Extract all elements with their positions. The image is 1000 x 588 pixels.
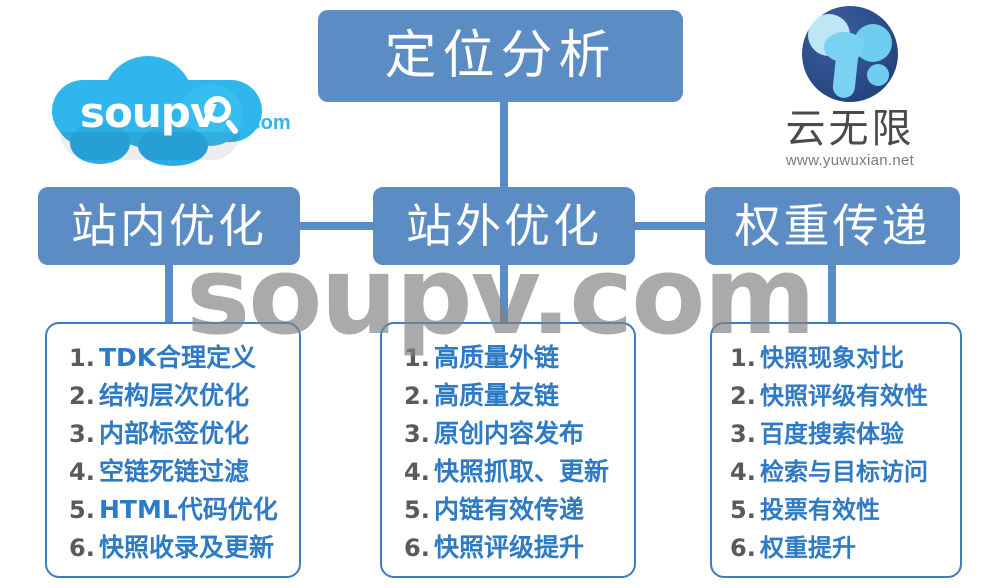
cloud-bump-4 [70, 122, 130, 164]
list-item-label: 内链有效传递 [434, 495, 585, 524]
node-positioning-analysis[interactable]: 定位分析 [318, 10, 683, 102]
list-item-label: 高质量外链 [434, 343, 560, 372]
node-weight-transfer[interactable]: 权重传递 [705, 187, 960, 265]
connector-weight-to-list [828, 258, 836, 328]
list-card-offsite-optimization: 1. 高质量外链 2. 高质量友链 3. 原创内容发布 4. 快照抓取、更新 5… [380, 322, 636, 578]
list-item[interactable]: 2. 快照评级有效性 [716, 376, 956, 414]
blue-circle-y-icon [802, 6, 898, 102]
list-item[interactable]: 4. 快照抓取、更新 [386, 452, 630, 490]
list-item-number: 6. [730, 534, 756, 562]
cloud-bump-5 [138, 126, 208, 166]
list-item[interactable]: 5. HTML代码优化 [51, 490, 295, 528]
list-item[interactable]: 2. 结构层次优化 [51, 376, 295, 414]
list-item-label: 检索与目标访问 [760, 458, 928, 486]
node-onsite-optimization[interactable]: 站内优化 [38, 187, 300, 265]
node-label: 站内优化 [71, 199, 267, 253]
connector-external-to-list [500, 258, 508, 328]
list-item-number: 4. [69, 458, 95, 486]
connector-external-to-weight [628, 222, 713, 230]
node-offsite-optimization[interactable]: 站外优化 [373, 187, 635, 265]
list-item[interactable]: 6. 快照评级提升 [386, 528, 630, 566]
magnifier-icon [204, 96, 231, 123]
connector-root-to-external [500, 96, 508, 192]
list-item-number: 2. [730, 382, 756, 410]
list-item-label: 百度搜索体验 [760, 420, 904, 448]
list-item-label: 原创内容发布 [434, 419, 585, 448]
list-card-onsite-optimization: 1. TDK合理定义 2. 结构层次优化 3. 内部标签优化 4. 空链死链过滤… [45, 322, 301, 578]
node-label: 站外优化 [406, 199, 602, 253]
list-item-number: 3. [730, 420, 756, 448]
list-item-label: 空链死链过滤 [99, 457, 250, 486]
list-item[interactable]: 5. 投票有效性 [716, 490, 956, 528]
yuwuxian-url: www.yuwuxian.net [785, 152, 915, 169]
yuwuxian-brand-name: 云无限 [785, 106, 915, 152]
connector-internal-to-external [292, 222, 382, 230]
list-item-label: 权重提升 [760, 534, 856, 562]
list-item[interactable]: 1. TDK合理定义 [51, 338, 295, 376]
list-card-weight-transfer: 1. 快照现象对比 2. 快照评级有效性 3. 百度搜索体验 4. 检索与目标访… [710, 322, 962, 578]
list-item-label: TDK合理定义 [99, 343, 257, 372]
list-item[interactable]: 2. 高质量友链 [386, 376, 630, 414]
list-item[interactable]: 3. 百度搜索体验 [716, 414, 956, 452]
y-dot [867, 64, 889, 86]
node-label: 权重传递 [734, 199, 931, 253]
list-item-label: 快照评级有效性 [760, 382, 928, 410]
list-item-label: 投票有效性 [760, 496, 880, 524]
list-item-number: 1. [730, 344, 756, 372]
list-item-number: 2. [69, 382, 95, 410]
list-item-label: 结构层次优化 [99, 381, 250, 410]
soupv-domain-suffix: .com [244, 112, 291, 134]
list-item-number: 3. [69, 420, 95, 448]
list-item-number: 1. [69, 344, 95, 372]
list-item[interactable]: 3. 内部标签优化 [51, 414, 295, 452]
list-item-label: HTML代码优化 [99, 495, 278, 524]
connector-internal-to-list [165, 258, 173, 328]
list-item-number: 4. [404, 458, 430, 486]
list-item-label: 高质量友链 [434, 381, 560, 410]
soupv-wordmark: soupv [80, 88, 217, 137]
list-item-number: 5. [69, 496, 95, 524]
list-item-number: 3. [404, 420, 430, 448]
cloud-icon [52, 56, 262, 166]
list-item-number: 4. [730, 458, 756, 486]
list-item[interactable]: 6. 快照收录及更新 [51, 528, 295, 566]
list-item-number: 2. [404, 382, 430, 410]
list-item-label: 快照评级提升 [434, 533, 585, 562]
list-item-label: 快照抓取、更新 [434, 457, 610, 486]
soupv-logo: soupv .com [52, 56, 292, 166]
list-item-number: 6. [69, 534, 95, 562]
list-item-label: 内部标签优化 [99, 419, 250, 448]
list-item-number: 5. [730, 496, 756, 524]
list-item-number: 1. [404, 344, 430, 372]
yuwuxian-logo: 云无限 www.yuwuxian.net [755, 6, 945, 171]
list-item[interactable]: 1. 高质量外链 [386, 338, 630, 376]
list-item-label: 快照现象对比 [760, 344, 904, 372]
node-label: 定位分析 [384, 26, 617, 86]
cloud-shadow [60, 132, 240, 160]
list-item-number: 5. [404, 496, 430, 524]
list-item[interactable]: 6. 权重提升 [716, 528, 956, 566]
list-item[interactable]: 4. 空链死链过滤 [51, 452, 295, 490]
list-item-number: 6. [404, 534, 430, 562]
list-item[interactable]: 1. 快照现象对比 [716, 338, 956, 376]
list-item[interactable]: 3. 原创内容发布 [386, 414, 630, 452]
list-item[interactable]: 4. 检索与目标访问 [716, 452, 956, 490]
list-item[interactable]: 5. 内链有效传递 [386, 490, 630, 528]
list-item-label: 快照收录及更新 [99, 533, 275, 562]
